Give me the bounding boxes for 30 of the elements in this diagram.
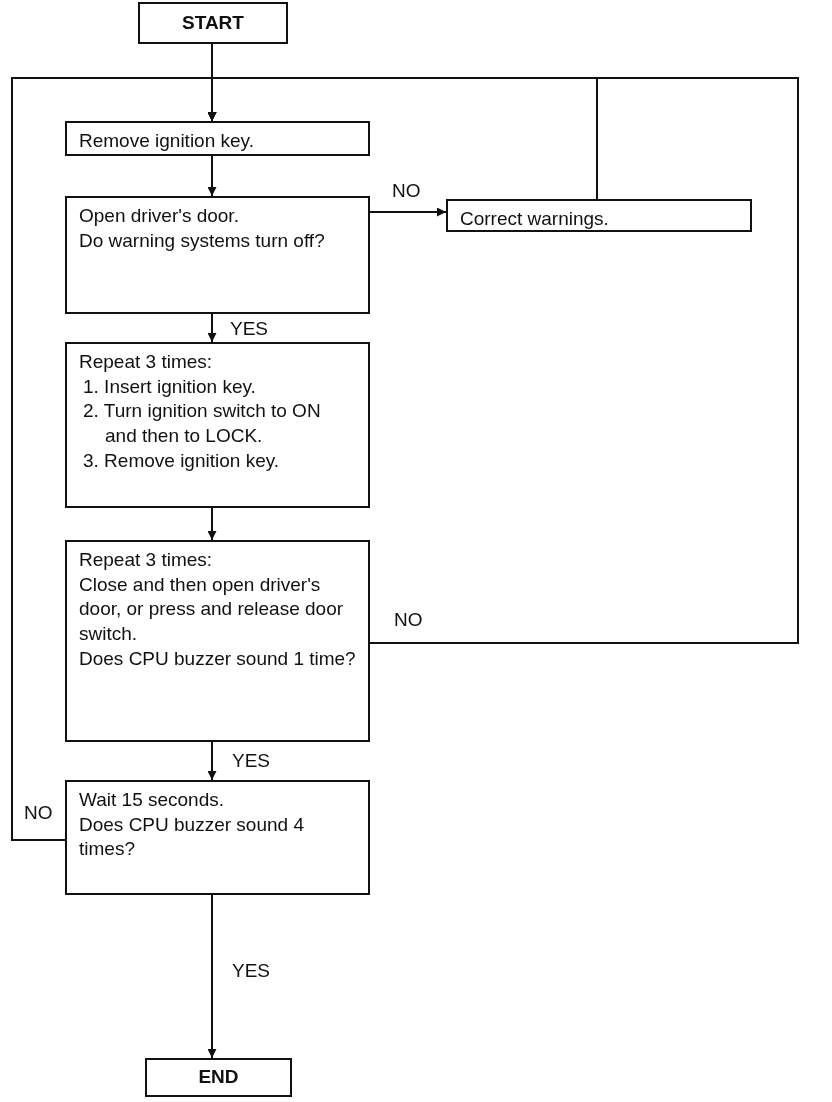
terminal-box <box>138 2 288 44</box>
box-text: Does CPU buzzer sound 4 times? <box>79 812 305 862</box>
arrow <box>207 313 217 343</box>
process-box <box>446 199 752 232</box>
box-text: END <box>198 1065 239 1090</box>
terminal-box <box>145 1058 292 1097</box>
box-text: Open driver's door. <box>79 204 239 228</box>
box-text: Wait 15 seconds. <box>79 788 225 812</box>
arrow <box>207 894 217 1059</box>
box-text: Do warning systems turn off? <box>79 228 325 253</box>
box-text: 3. Remove ignition key. <box>82 448 280 473</box>
process-box <box>65 121 370 156</box>
box-text: Correct warnings. <box>460 207 609 231</box>
arrow <box>207 507 217 541</box>
arrow <box>207 155 217 197</box>
box-text: 2. Turn ignition switch to ON and then to LOCK. <box>82 399 322 449</box>
box-text: Does CPU buzzer sound 1 time? <box>79 646 356 671</box>
box-text: Repeat 3 times: <box>79 548 213 572</box>
process-box <box>65 342 370 508</box>
box-text: 1. Insert ignition key. <box>82 374 256 399</box>
arrow <box>369 207 447 217</box>
arrow <box>11 77 217 841</box>
arrow <box>207 741 217 781</box>
box-text: Remove ignition key. <box>79 129 254 153</box>
process-box <box>65 196 370 314</box>
box-text: START <box>182 10 244 35</box>
box-text: Repeat 3 times: <box>79 350 213 374</box>
process-box <box>65 780 370 895</box>
process-box <box>65 540 370 742</box>
box-text: Close and then open driver's door, or press and release door switch. <box>79 572 345 647</box>
